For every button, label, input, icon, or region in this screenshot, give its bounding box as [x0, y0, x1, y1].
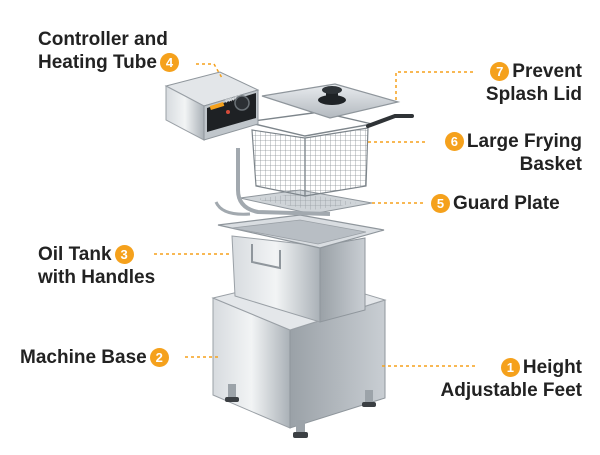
callout-oil-tank-line-2: with Handles — [38, 267, 156, 288]
leader-lines — [154, 63, 478, 367]
panel-brand-text: FRYER — [225, 94, 243, 105]
callout-badge-7: 7 — [490, 62, 510, 81]
frying-basket — [245, 111, 414, 197]
height-adjustable-feet — [225, 384, 376, 438]
callout-badge-3: 3 — [114, 245, 134, 264]
callout-lid-text: Prevent — [512, 61, 582, 82]
oil-tank — [217, 214, 385, 323]
controller-head: FRYER — [164, 71, 260, 141]
callout-lid-line-2: Splash Lid — [485, 84, 582, 105]
callout-badge-1: 1 — [500, 358, 520, 377]
callout-basket-line-2: Basket — [519, 154, 582, 175]
callout-badge-2: 2 — [149, 348, 169, 367]
callout-feet-line-2: Adjustable Feet — [440, 380, 582, 401]
splash-lid — [261, 83, 401, 119]
callout-feet-text: Height — [522, 357, 582, 378]
callout-controller-line-1: Controller and — [38, 29, 168, 50]
callout-oil-tank-text: Oil Tank — [38, 244, 112, 265]
callout-badge-5: 5 — [431, 194, 450, 213]
callout-badge-6: 6 — [444, 132, 464, 151]
callout-controller-text: Heating Tube — [38, 52, 157, 73]
callout-machine-base-text: Machine Base — [20, 347, 147, 368]
callout-guard-plate-text: Guard Plate — [453, 193, 560, 214]
callout-badge-4: 4 — [159, 53, 179, 72]
callout-basket-text: Large Frying — [466, 131, 582, 152]
heating-tube — [214, 148, 331, 216]
